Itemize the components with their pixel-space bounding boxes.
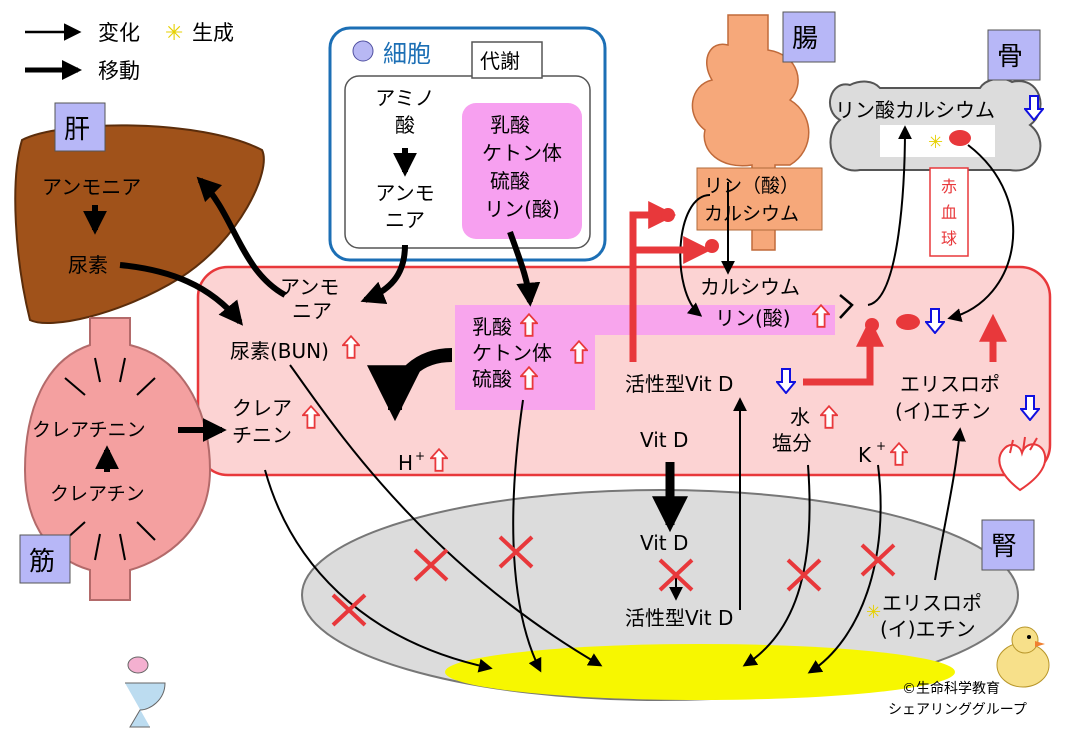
cell-acid-lactic: 乳酸: [490, 113, 530, 137]
kidney-star-icon: ✳: [866, 602, 881, 623]
kidney-shape: [301, 489, 1019, 701]
heart-icon: [998, 436, 1047, 492]
movement-arrows: [119, 176, 688, 533]
cell-amino-acid-2: 酸: [395, 113, 415, 137]
kidney-epo-2: (イ)エチン: [880, 617, 976, 641]
blood-calcium: カルシウム: [700, 275, 800, 299]
blood-acid-sulfuric: 硫酸: [472, 367, 512, 391]
intestine-shape: [691, 14, 810, 251]
kidney-epo-1: エリスロポ: [882, 591, 982, 615]
cell-acid-phosphoric: リン(酸): [484, 197, 560, 221]
rbc-in-blood: [896, 314, 920, 330]
blood-ammonia-1: アンモ: [280, 275, 339, 299]
change-arrows: [83, 148, 417, 472]
urine-pool: [445, 644, 955, 700]
kidney-active-vitd: 活性型Vit D: [625, 606, 733, 630]
kidney-label: 腎: [991, 532, 1017, 562]
liver-label-box: [54, 102, 106, 152]
bone-label-box: [987, 29, 1041, 81]
liver-urea: 尿素: [68, 253, 108, 277]
chick-icon: [996, 626, 1050, 688]
muscle-creatine: クレアチン: [50, 483, 145, 505]
cross-marks: [331, 535, 896, 627]
kidney-label-box: [981, 519, 1035, 571]
liver-shape: [14, 124, 265, 324]
blood-active-vitd: 活性型Vit D: [625, 372, 733, 396]
rbc-in-bone: [949, 130, 971, 146]
kidney-vitd: Vit D: [640, 531, 688, 555]
intestine-label-box: [782, 11, 836, 63]
muscle-label: 筋: [29, 547, 55, 577]
blood-k-ion: K: [858, 443, 872, 467]
blood-ammonia-2: ニア: [292, 299, 332, 323]
cell-title: 細胞: [383, 40, 431, 68]
blood-acid-lactic: 乳酸: [472, 315, 512, 339]
credit-line-1: ©生命科学教育: [902, 680, 1000, 697]
rbc-label-3: 球: [941, 229, 957, 248]
blood-vitd: Vit D: [640, 428, 688, 452]
blood-water: 水: [790, 405, 810, 429]
blood-epo-1: エリスロポ: [900, 372, 1000, 396]
h-ion-big-arrow: [367, 348, 453, 422]
legend-generate-label: 生成: [192, 21, 234, 45]
cell-icon: [352, 40, 374, 62]
liver-label: 肝: [64, 115, 90, 145]
excretion-arrows: [264, 125, 1015, 674]
blood-phosphate: リン(酸): [715, 306, 791, 330]
muscle-label-box: [19, 534, 71, 584]
blood-bun: 尿素(BUN): [230, 339, 329, 363]
cell-acids-box: [462, 103, 582, 239]
rbc-label-box: [929, 167, 969, 257]
cell-acid-ketone: ケトン体: [482, 141, 562, 165]
legend-move-label: 移動: [98, 59, 140, 83]
blood-creatinine-2: チニン: [232, 423, 292, 447]
muscle-creatinine: クレアチニン: [32, 419, 146, 441]
cell-amino-acid-1: アミノ: [375, 86, 435, 110]
intestine-phosphate-box: [696, 167, 823, 231]
blood-salt: 塩分: [772, 431, 812, 455]
metabolism-label-box: [471, 41, 543, 79]
cell-ammonia-1: アンモ: [375, 181, 434, 205]
metabolism-label: 代謝: [480, 49, 520, 73]
blood-acid-ketone: ケトン体: [472, 341, 552, 365]
cell-ammonia-2: ニア: [385, 208, 425, 232]
bone-calcium-phosphate: リン酸カルシウム: [835, 98, 995, 122]
legend-star-icon: ✳: [165, 21, 183, 46]
legend-change-label: 変化: [98, 21, 140, 45]
credit-line-2: シェアリンググループ: [888, 702, 1027, 718]
toilet-icon: [125, 656, 166, 728]
blood-h-ion: H: [398, 451, 413, 475]
cell-acid-sulfuric: 硫酸: [490, 169, 530, 193]
intestine-calcium: カルシウム: [704, 203, 799, 225]
blood-k-sup: +: [876, 439, 886, 453]
bone-label: 骨: [997, 42, 1023, 72]
red-arrows: [629, 201, 1007, 386]
bone-star-icon: ✳: [928, 132, 943, 153]
intestine-label: 腸: [792, 24, 818, 54]
blood-h-sup: +: [415, 449, 425, 463]
blood-vessel: [196, 265, 1052, 477]
blood-creatinine-1: クレア: [232, 396, 292, 420]
acid-region: [455, 305, 835, 410]
rbc-label-2: 血: [941, 203, 957, 222]
rbc-label-1: 赤: [941, 177, 957, 196]
intestine-phosphate: リン（酸）: [704, 175, 799, 197]
liver-ammonia: アンモニア: [42, 175, 141, 199]
blood-epo-2: (イ)エチン: [895, 399, 991, 423]
